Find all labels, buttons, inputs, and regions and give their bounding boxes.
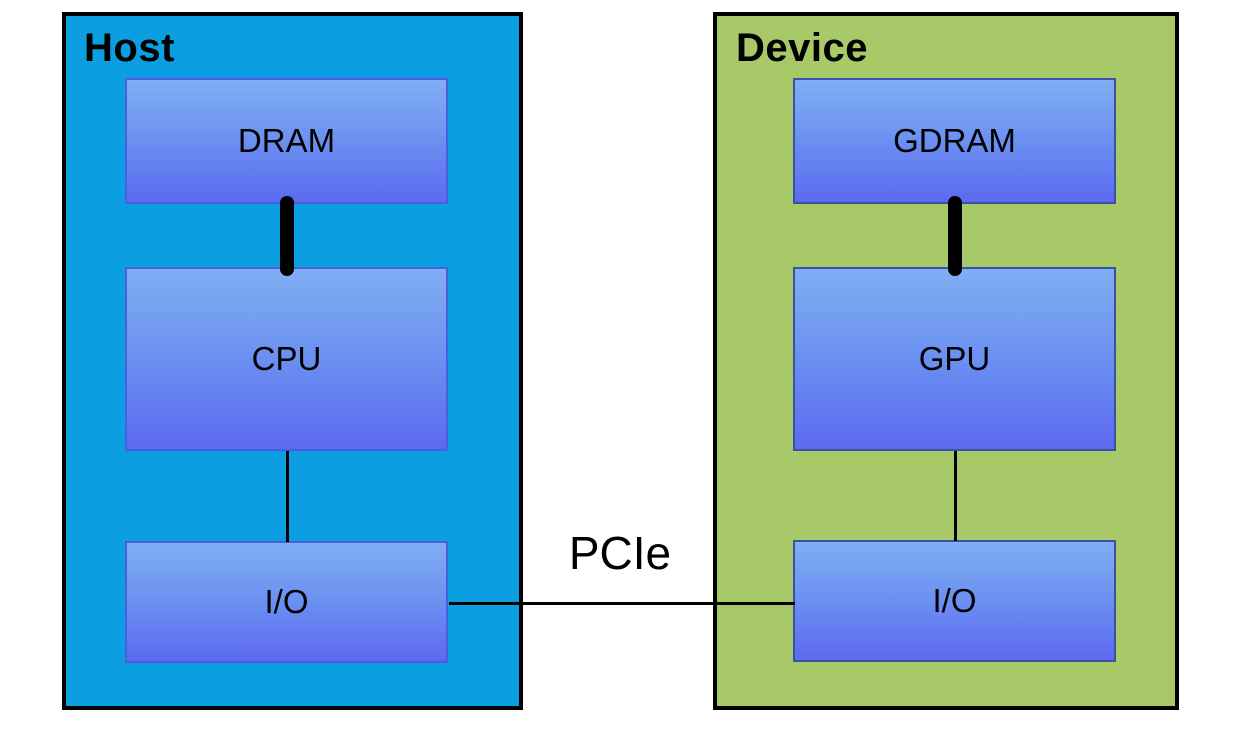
device-io-block: I/O: [793, 540, 1116, 662]
device-gdram-block: GDRAM: [793, 78, 1116, 204]
host-io-label: I/O: [264, 583, 309, 620]
device-io-label: I/O: [932, 582, 977, 619]
device-gpu-label: GPU: [918, 340, 991, 377]
host-dram-label: DRAM: [237, 122, 336, 159]
host-cpu-label: CPU: [251, 340, 322, 377]
device-title: Device: [736, 26, 868, 70]
dram-cpu-bus-connector: [280, 196, 294, 276]
gpu-io-connector-line: [954, 451, 957, 541]
host-dram-block: DRAM: [125, 78, 448, 204]
gdram-gpu-bus-connector: [948, 196, 962, 276]
host-title: Host: [84, 26, 175, 70]
device-gdram-label: GDRAM: [893, 122, 1016, 159]
pcie-connector-line: [449, 602, 795, 605]
device-gpu-block: GPU: [793, 267, 1116, 451]
pcie-label: PCIe: [568, 527, 672, 579]
cpu-io-connector-line: [286, 451, 289, 542]
host-cpu-block: CPU: [125, 267, 448, 451]
host-io-block: I/O: [125, 541, 448, 663]
